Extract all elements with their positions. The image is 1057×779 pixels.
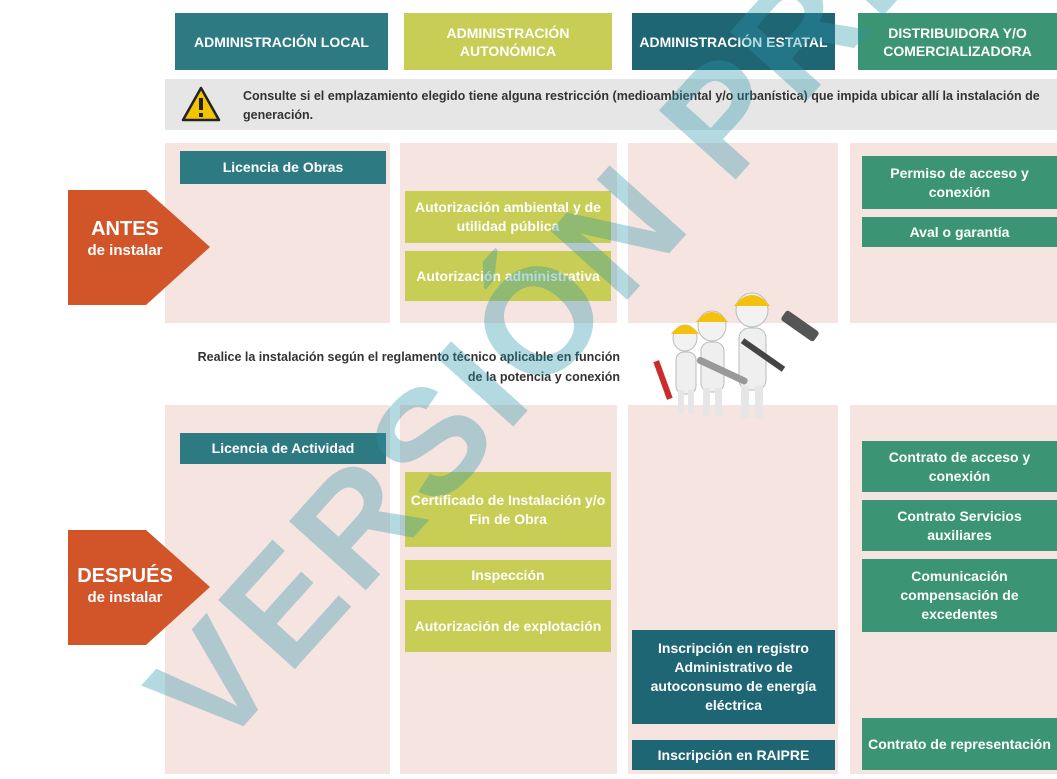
aval-garantia-box: Aval o garantía — [862, 217, 1057, 247]
header-administracion-local: ADMINISTRACIÓN LOCAL — [175, 13, 388, 70]
certificado-instalacion-box: Certificado de Instalación y/o Fin de Ob… — [405, 472, 611, 547]
licencia-actividad-box: Licencia de Actividad — [180, 433, 386, 464]
warning-icon — [181, 86, 221, 122]
inscripcion-raipre-box: Inscripción en RAIPRE — [632, 740, 835, 770]
contrato-acceso-box: Contrato de acceso y conexión — [862, 441, 1057, 492]
workers-illustration — [653, 292, 819, 418]
despues-label: DESPUÉS de instalar — [77, 565, 173, 606]
notice-text: Consulte si el emplazamiento elegido tie… — [243, 89, 1040, 122]
autorizacion-explotacion-box: Autorización de explotación — [405, 600, 611, 652]
contrato-representacion-box: Contrato de representación — [862, 718, 1057, 770]
autorizacion-administrativa-box: Autorización administrativa — [405, 251, 611, 301]
inscripcion-registro-box: Inscripción en registro Administrativo d… — [632, 630, 835, 724]
header-administracion-autonomica: ADMINISTRACIÓN AUTONÓMICA — [404, 13, 612, 70]
comunicacion-compensacion-box: Comunicación compensación de excedentes — [862, 559, 1057, 632]
notice-bar — [165, 79, 1057, 130]
antes-arrow — [68, 190, 210, 305]
despues-arrow — [68, 530, 210, 645]
permiso-acceso-box: Permiso de acceso y conexión — [862, 156, 1057, 209]
autorizacion-ambiental-box: Autorización ambiental y de utilidad púb… — [405, 191, 611, 243]
column-estatal-before — [628, 143, 838, 323]
middle-instruction: Realice la instalación según el reglamen… — [197, 350, 620, 384]
header-administracion-estatal: ADMINISTRACIÓN ESTATAL — [632, 13, 835, 70]
header-distribuidora: DISTRIBUIDORA Y/O COMERCIALIZADORA — [858, 13, 1057, 70]
contrato-servicios-box: Contrato Servicios auxiliares — [862, 500, 1057, 551]
licencia-obras-box: Licencia de Obras — [180, 151, 386, 184]
inspeccion-box: Inspección — [405, 560, 611, 590]
antes-label: ANTES de instalar — [87, 218, 163, 259]
